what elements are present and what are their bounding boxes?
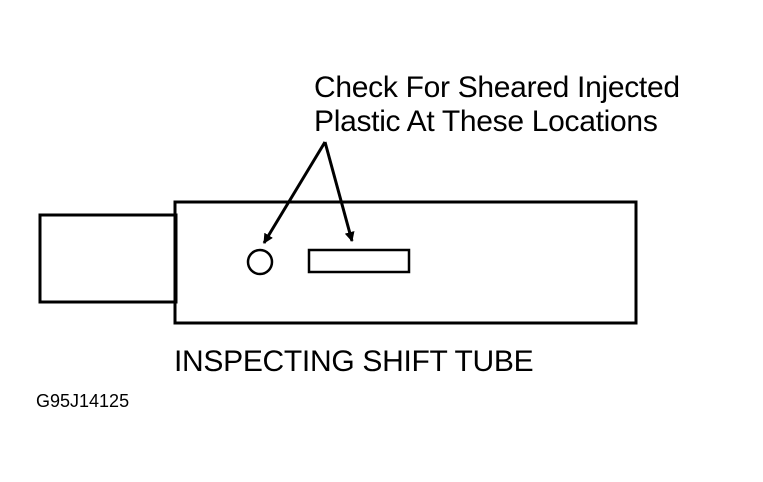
shift-tube-body bbox=[173, 200, 638, 325]
tube-stub-section bbox=[38, 213, 178, 304]
callout-text-line-2: Plastic At These Locations bbox=[314, 105, 658, 138]
round-inspection-hole bbox=[246, 248, 274, 276]
leader-arrow-to-slot bbox=[323, 141, 355, 242]
leader-arrow-to-hole bbox=[262, 141, 327, 244]
rectangular-inspection-slot bbox=[307, 248, 411, 274]
figure-id-label: G95J14125 bbox=[36, 391, 130, 411]
callout-text-line-1: Check For Sheared Injected bbox=[314, 71, 680, 104]
figure-caption: INSPECTING SHIFT TUBE bbox=[174, 345, 534, 378]
